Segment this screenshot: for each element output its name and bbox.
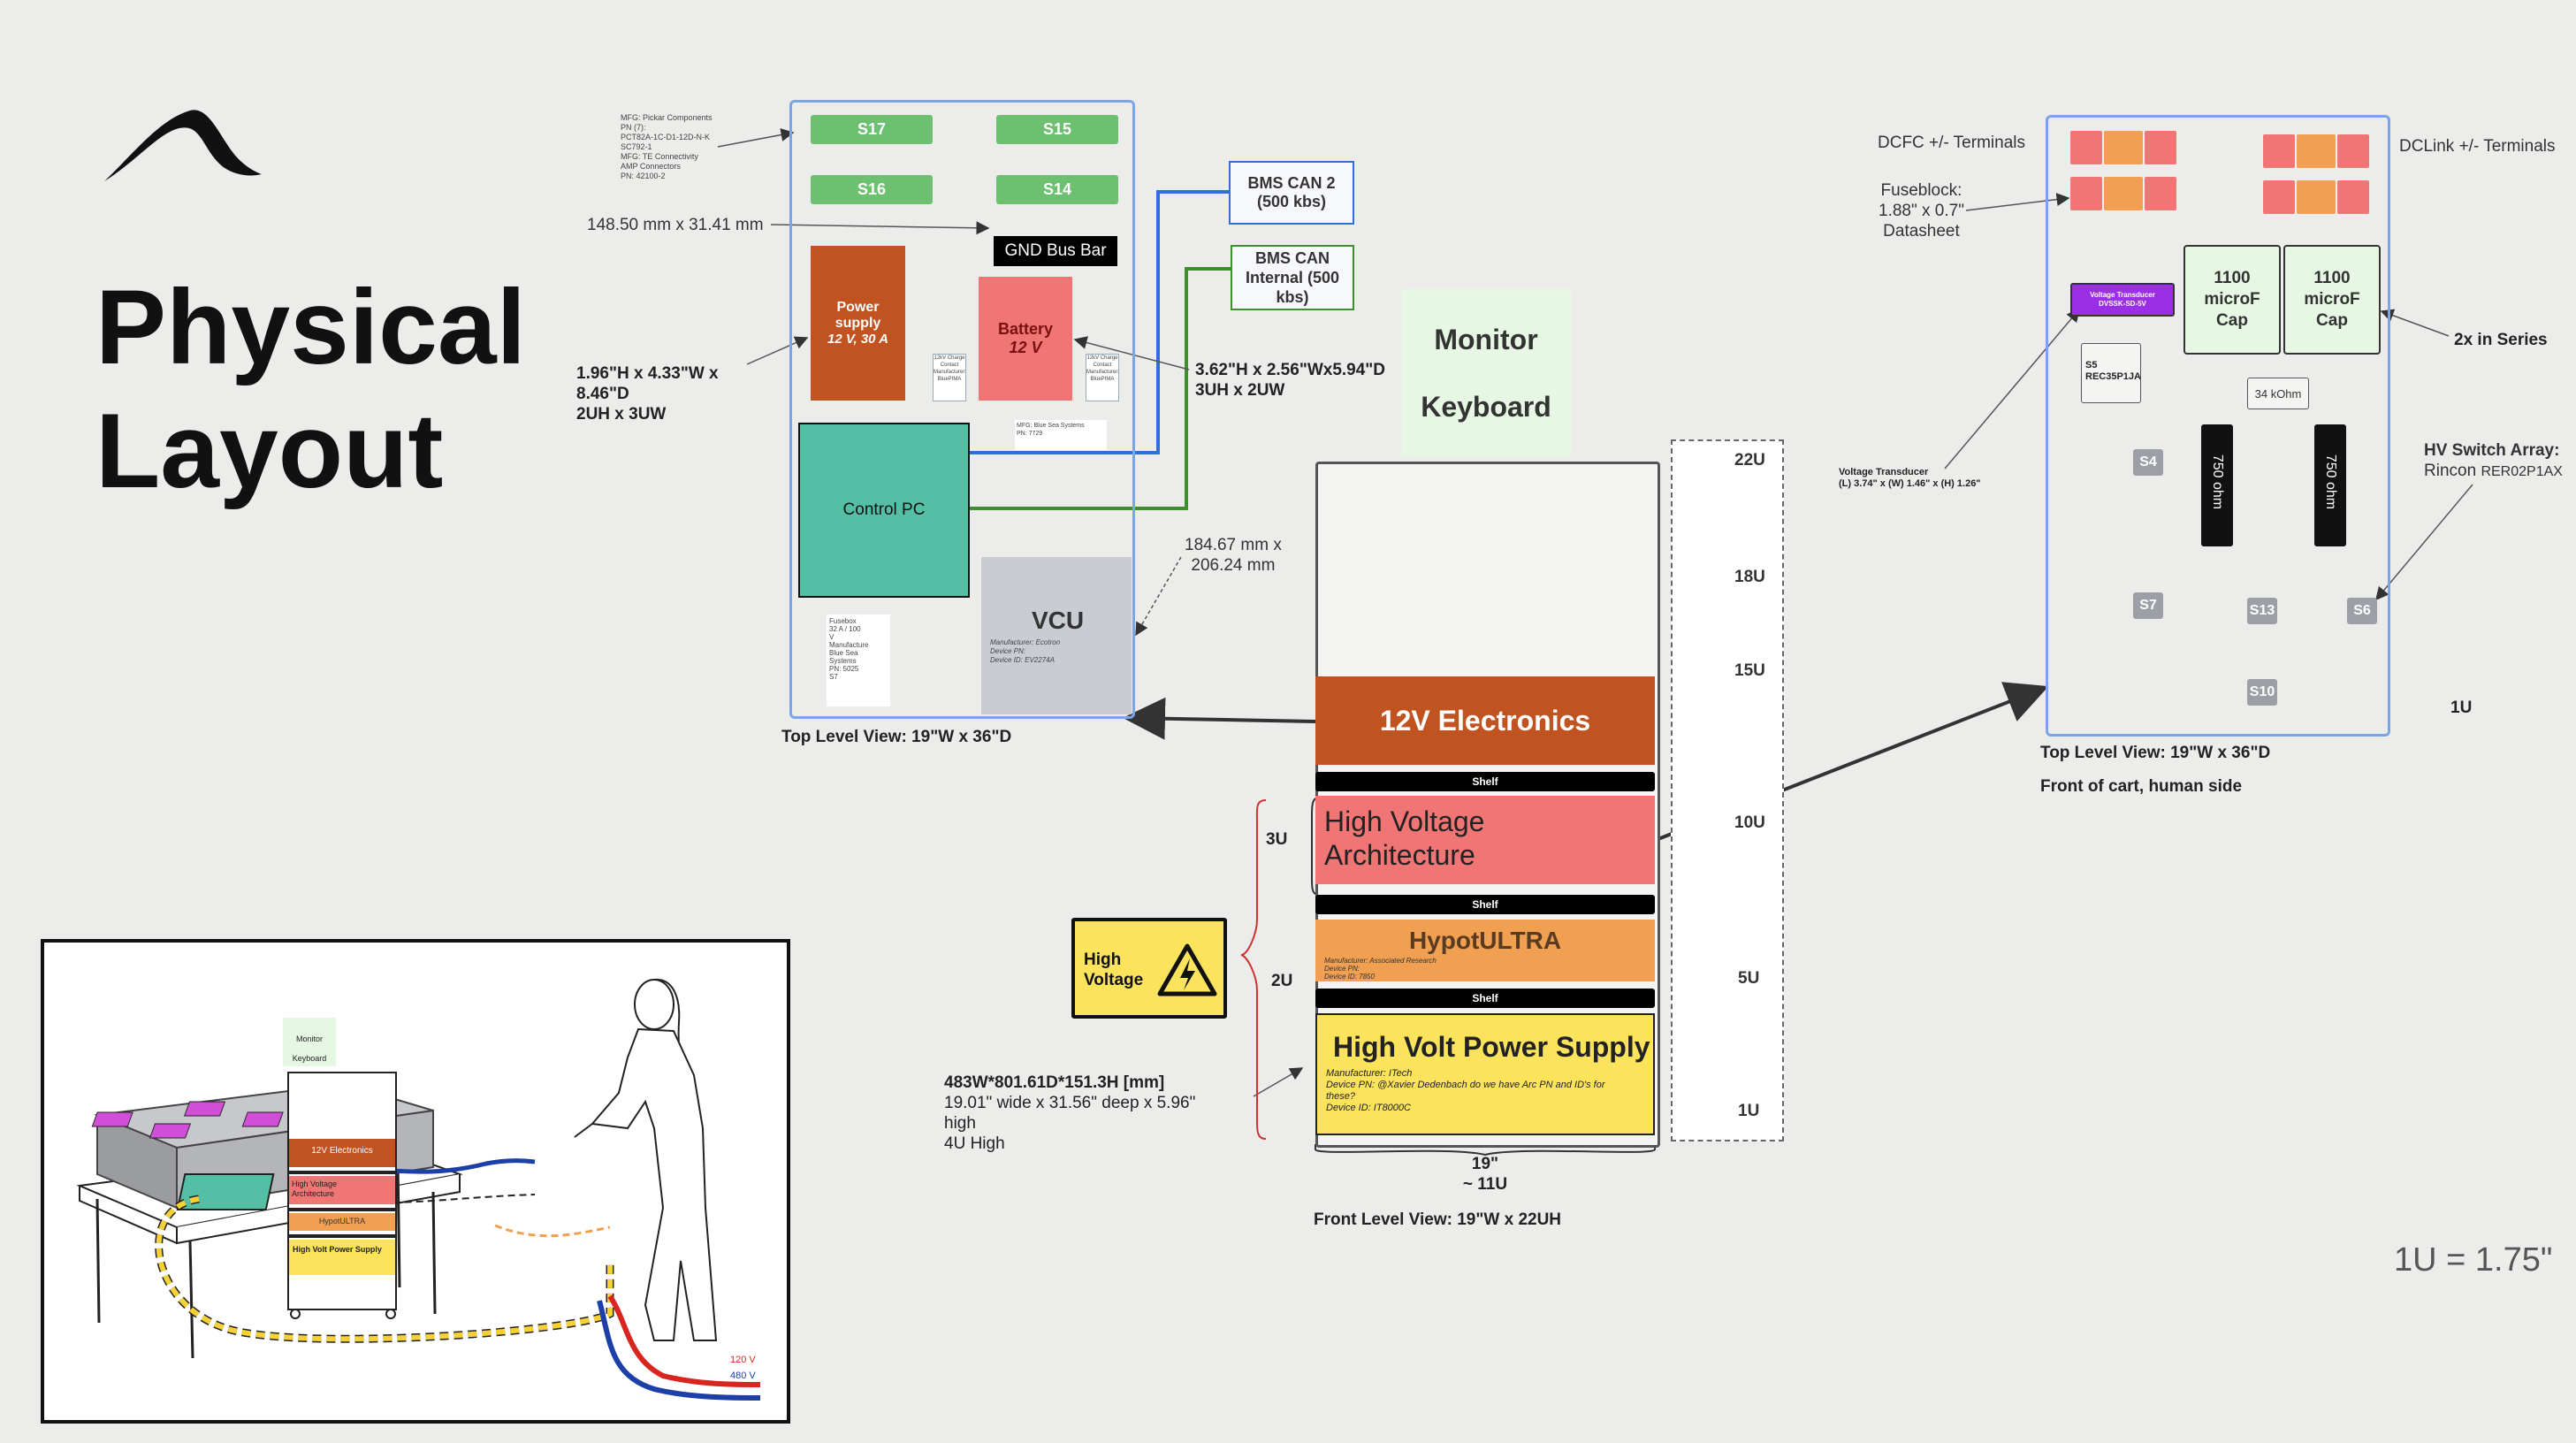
sketch-hypot-label: HypotULTRA [318, 1217, 366, 1225]
fuse-block [2104, 177, 2143, 210]
switch-s4: S4 [2133, 449, 2163, 476]
switch-s15: S15 [996, 115, 1118, 144]
rack-shelf-3: Shelf [1315, 989, 1655, 1008]
sketch-hvps-label: High Volt Power Supply [293, 1245, 382, 1254]
switch-s14: S14 [996, 175, 1118, 204]
switch-s10: S10 [2247, 679, 2277, 706]
dcfc-terminals-label: DCFC +/- Terminals [1878, 134, 2025, 152]
resistor-750-1: 750 ohm [2201, 424, 2233, 546]
switch-s6: S6 [2347, 598, 2377, 624]
rack-12v-electronics: 12V Electronics [1315, 676, 1655, 765]
top-view-frame [789, 100, 1135, 719]
switch-s17: S17 [811, 115, 933, 144]
hvps-dims: 483W*801.61D*151.3H [mm] 19.01" wide x 3… [944, 1073, 1196, 1153]
sketch-480v-label: 480 V [730, 1370, 756, 1381]
rack-shelf-1: Shelf [1315, 772, 1655, 791]
fuse-block [2070, 131, 2102, 164]
rack-2u-label: 2U [1271, 972, 1293, 990]
fuse-block [2337, 180, 2369, 214]
top-view-caption: Top Level View: 19"W x 36"D [781, 728, 1012, 746]
hv-top-view-frame [2046, 115, 2390, 737]
hv-view-caption: Top Level View: 19"W x 36"D [2040, 744, 2271, 762]
fuseblock-label: Fuseblock:1.88" x 0.7" Datasheet [1879, 181, 1964, 240]
transducer-note: Voltage Transducer(L) 3.74" x (W) 1.46" … [1839, 467, 1981, 489]
rack-scale [1671, 439, 1784, 1141]
fuse-block [2145, 177, 2176, 210]
cart-sketch-drawing [76, 978, 761, 1401]
resistor-34k: 34 kOhm [2247, 378, 2309, 409]
dclink-terminals-label: DCLink +/- Terminals [2399, 137, 2556, 156]
fuse-block [2297, 180, 2336, 214]
busbar-dimension: 148.50 mm x 31.41 mm [587, 216, 764, 234]
fuse-block [2070, 177, 2102, 210]
hv-switch-array-label: HV Switch Array: Rincon RER02P1AX [2424, 441, 2563, 480]
tick-10u: 10U [1734, 813, 1765, 832]
company-logo [104, 110, 262, 181]
battery-box: Battery 12 V [979, 277, 1072, 401]
caps-series-label: 2x in Series [2454, 331, 2548, 349]
sketch-120v-label: 120 V [730, 1355, 756, 1365]
fuse-block [2263, 180, 2295, 214]
tick-18u: 18U [1734, 568, 1765, 586]
tick-15u: 15U [1734, 661, 1765, 680]
hv-view-subcaption: Front of cart, human side [2040, 777, 2243, 796]
fuse-block [2104, 131, 2143, 164]
gnd-bus-bar: GND Bus Bar [994, 236, 1117, 266]
tick-22u: 22U [1734, 451, 1765, 470]
switch-s7: S7 [2133, 592, 2163, 619]
sketch-electronics-label: 12V Electronics [311, 1146, 373, 1156]
rack-hypotultra: HypotULTRA Manufacturer: Associated Rese… [1315, 920, 1655, 981]
fuse-block [2337, 134, 2369, 168]
control-pc-box: Control PC [798, 423, 970, 598]
fuse-block [2145, 131, 2176, 164]
tick-5u: 5U [1738, 969, 1760, 988]
rack-width-label: 19"~ 11U [1462, 1155, 1508, 1194]
resistor-750-2: 750 ohm [2314, 424, 2346, 546]
hv-1u-label: 1U [2450, 699, 2473, 717]
rack-hv-power-supply: High Volt Power Supply Manufacturer: ITe… [1315, 1013, 1655, 1135]
switch-s16: S16 [811, 175, 933, 204]
rack-3u-label: 3U [1266, 830, 1288, 849]
bms-can2-box: BMS CAN 2(500 kbs) [1229, 161, 1354, 225]
front-view-caption: Front Level View: 19"W x 22UH [1314, 1210, 1562, 1229]
page-title: Physical Layout [95, 268, 526, 510]
warning-icon [1157, 943, 1217, 996]
switch-s13: S13 [2247, 598, 2277, 624]
unit-footnote: 1U = 1.75" [2394, 1241, 2553, 1279]
tick-1u: 1U [1738, 1102, 1760, 1120]
fuse-block [2297, 134, 2336, 168]
power-supply-box: Power supply 12 V, 30 A [811, 246, 905, 401]
rack-shelf-2: Shelf [1315, 895, 1655, 914]
fuse-block [2263, 134, 2295, 168]
